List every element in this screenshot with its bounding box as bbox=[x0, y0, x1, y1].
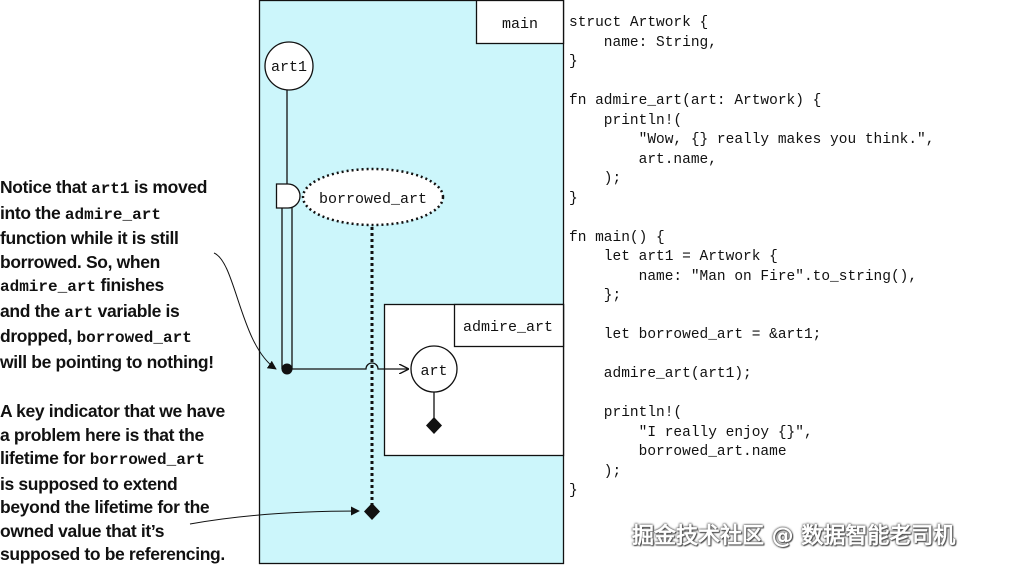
note-line: A key indicator that we have bbox=[0, 400, 225, 424]
note-line: admire_art finishes bbox=[0, 274, 214, 300]
note-text: function while it is still bbox=[0, 228, 179, 248]
note-text: A key indicator that we have bbox=[0, 401, 225, 421]
note-code-term: art bbox=[64, 303, 94, 322]
note-code-term: borrowed_art bbox=[76, 329, 192, 347]
note-text: finishes bbox=[96, 275, 165, 295]
borrow-marker bbox=[275, 183, 301, 209]
note-text: lifetime for bbox=[0, 448, 90, 468]
watermark: 掘金技术社区 @ 数据智能老司机 bbox=[632, 524, 956, 549]
note-text: is supposed to extend bbox=[0, 473, 178, 494]
note-line: dropped, borrowed_art bbox=[0, 325, 214, 351]
rust-code-listing: struct Artwork { name: String, } fn admi… bbox=[569, 15, 935, 499]
note-line: will be pointing to nothing! bbox=[0, 351, 214, 375]
note-line: is supposed to extend bbox=[0, 473, 225, 497]
note-text: variable is bbox=[93, 300, 180, 321]
note-line: into the admire_art bbox=[0, 202, 214, 228]
borrowed-art-label: borrowed_art bbox=[319, 191, 427, 208]
note-text: a problem here is that the bbox=[0, 424, 204, 445]
callout-arrow-lifetime bbox=[189, 506, 360, 525]
note-text: beyond the lifetime for the bbox=[0, 497, 210, 517]
note-text: into the bbox=[0, 202, 65, 223]
note-code-term: admire_art bbox=[64, 205, 161, 224]
note-text: supposed to be referencing. bbox=[0, 544, 225, 564]
note-line: borrowed. So, when bbox=[0, 251, 214, 275]
note-code-term: admire_art bbox=[0, 278, 97, 296]
main-label: main bbox=[502, 16, 538, 33]
main-scope-panel bbox=[258, 0, 565, 565]
note-text: Notice that bbox=[0, 177, 92, 197]
art-end-diamond bbox=[426, 417, 442, 434]
note-text: will be pointing to nothing! bbox=[0, 351, 214, 372]
note-line: a problem here is that the bbox=[0, 424, 225, 448]
art1-label: art1 bbox=[271, 59, 307, 76]
borrowed-art-node bbox=[301, 167, 445, 227]
note-line: owned value that it’s bbox=[0, 520, 225, 544]
note-line: lifetime for borrowed_art bbox=[0, 447, 225, 473]
note-code-term: art1 bbox=[91, 180, 130, 198]
note-line: Notice that art1 is moved bbox=[0, 176, 214, 202]
admire-art-label: admire_art bbox=[463, 319, 553, 336]
callout-arrow-moved bbox=[213, 252, 277, 370]
note-text: owned value that it’s bbox=[0, 520, 165, 541]
note-line: supposed to be referencing. bbox=[0, 543, 225, 567]
art1-node bbox=[264, 41, 314, 91]
note-line: and the art variable is bbox=[0, 300, 214, 326]
art-label: art bbox=[420, 363, 447, 380]
borrowed-art-end-diamond bbox=[364, 503, 380, 520]
move-arrow bbox=[292, 362, 408, 369]
main-label-box bbox=[475, 0, 565, 45]
note-text: is moved bbox=[129, 177, 208, 197]
note-text: borrowed. So, when bbox=[0, 251, 160, 272]
move-point bbox=[281, 363, 293, 375]
note-line: beyond the lifetime for the bbox=[0, 496, 225, 520]
note-code-term: borrowed_art bbox=[89, 451, 205, 469]
note-text: dropped, bbox=[0, 326, 77, 346]
note-text: and the bbox=[0, 300, 65, 321]
note-line: function while it is still bbox=[0, 227, 214, 251]
note-lifetime-indicator: A key indicator that we have a problem he… bbox=[0, 400, 225, 567]
admire-art-label-box bbox=[453, 303, 565, 348]
